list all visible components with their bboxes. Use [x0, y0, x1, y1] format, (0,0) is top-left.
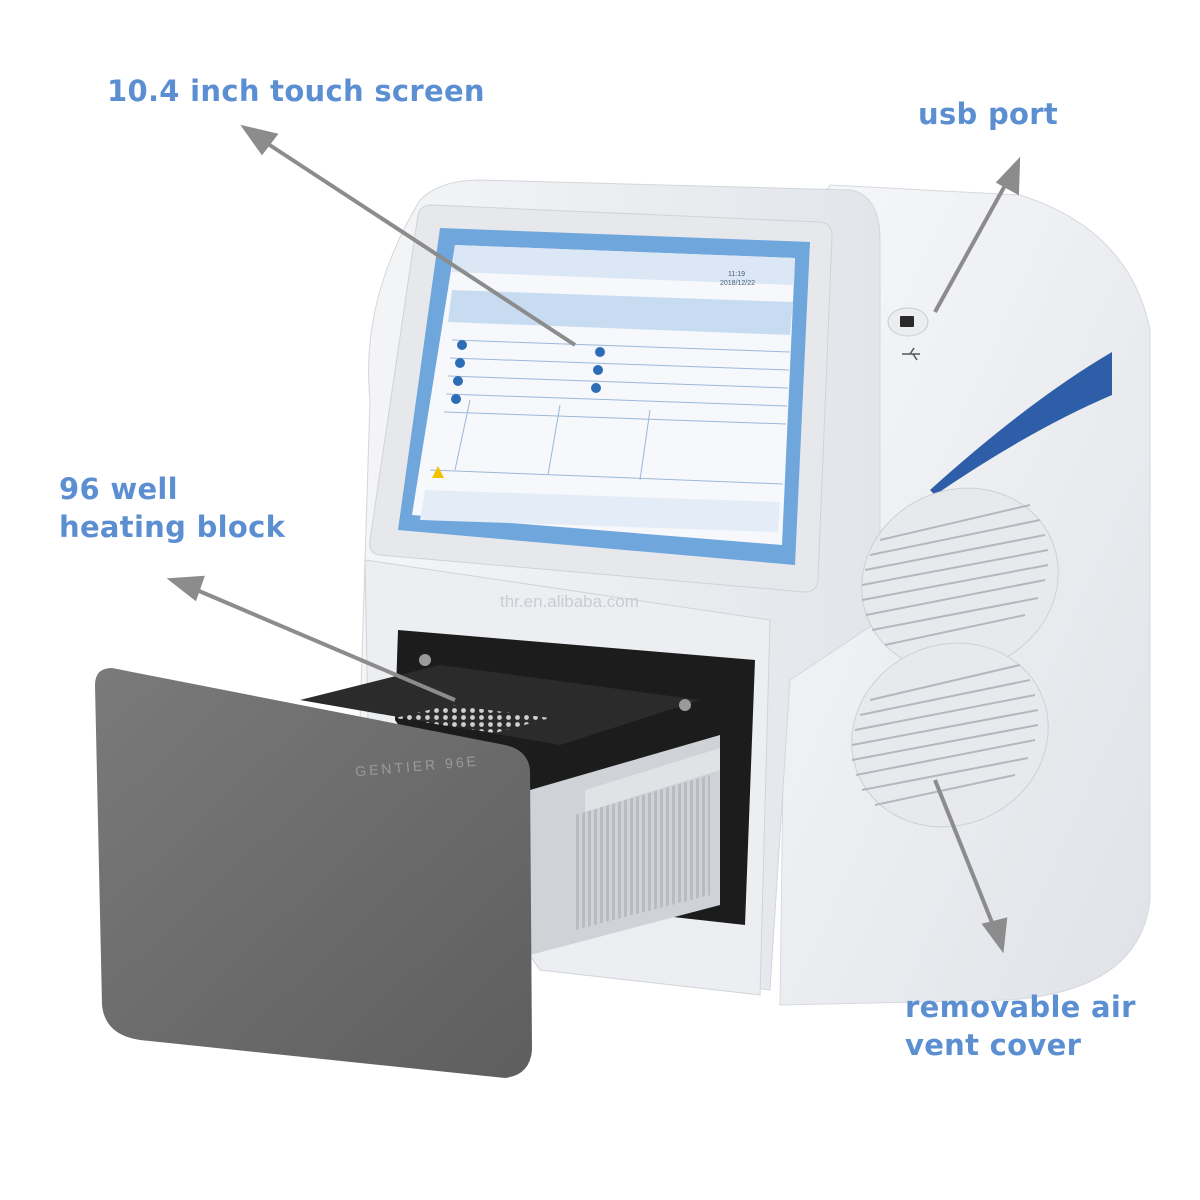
warning-icon — [432, 466, 444, 478]
accent-stripe — [930, 352, 1112, 495]
callout-touch-screen-text: 10.4 inch touch screen — [107, 74, 485, 108]
touch-screen-display: 11:19 2018/12/22 — [412, 245, 795, 545]
arrow-heating-block — [191, 586, 456, 702]
callout-usb-port-text: usb port — [918, 97, 1059, 131]
callout-air-vent-line1: removable air — [905, 990, 1136, 1024]
arrow-air-vent — [933, 779, 997, 931]
arrow-head-heating-block — [166, 575, 205, 602]
screen-clock-date: 2018/12/22 — [720, 280, 755, 287]
watermark: thr.en.alibaba.com — [500, 592, 639, 611]
arrow-head-air-vent — [981, 917, 1008, 954]
arrow-head-usb-port — [995, 156, 1021, 196]
air-vent-lower — [851, 642, 1049, 828]
arrow-head-touch-screen — [240, 124, 279, 156]
callout-usb-port: usb port — [918, 95, 1058, 133]
callout-heating-block: 96 well heating block — [59, 470, 285, 546]
usb-port — [887, 307, 929, 337]
screen-clock-time: 11:19 — [728, 271, 745, 278]
callout-heating-block-line2: heating block — [59, 510, 286, 544]
callout-touch-screen: 10.4 inch touch screen — [107, 72, 485, 110]
drawer-door — [95, 668, 532, 1078]
callout-air-vent: removable air vent cover — [905, 988, 1136, 1064]
arrow-usb-port — [933, 179, 1010, 313]
callout-air-vent-line2: vent cover — [905, 1028, 1082, 1062]
usb-icon — [902, 347, 920, 361]
arrow-touch-screen — [260, 138, 577, 347]
callout-heating-block-line1: 96 well — [59, 472, 178, 506]
heating-block — [300, 654, 720, 955]
